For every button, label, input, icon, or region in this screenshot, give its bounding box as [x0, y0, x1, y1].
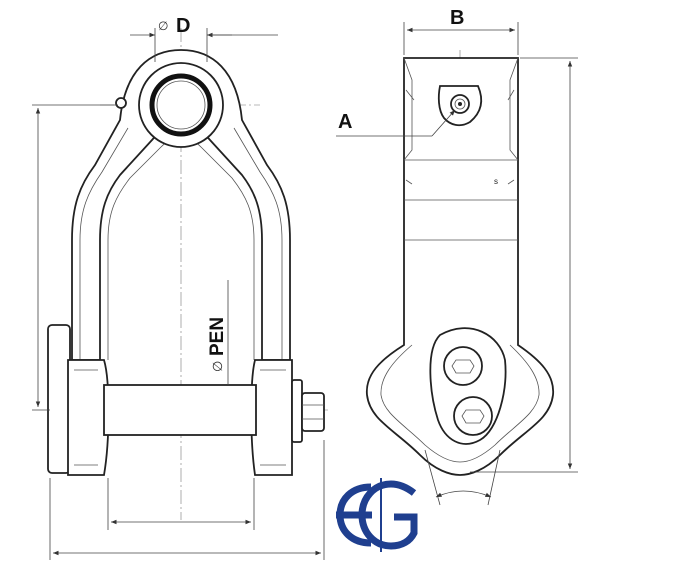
lower-pin-head: [453, 396, 493, 436]
grease-nipple-icon: [115, 97, 127, 109]
side-view: s B A: [336, 7, 578, 506]
upper-pin-hex: [451, 359, 475, 374]
right-leg-lower-detail: [260, 369, 286, 466]
pin-shaft: [103, 384, 257, 436]
lower-pin-hex: [461, 409, 485, 424]
pin-nut: [301, 392, 325, 432]
d-diameter-symbol: ∅: [158, 19, 168, 33]
side-lower-detail: [380, 344, 540, 463]
side-top-chamfer: [403, 57, 519, 161]
shackle-outer-edge-detail-right: [233, 127, 283, 360]
front-view: PEN ∅ ∅ D: [32, 15, 330, 560]
locking-bolt-inner: [454, 98, 466, 110]
locking-bolt-center: [458, 102, 462, 106]
logo-g-curve: [358, 480, 418, 550]
angle-dimension-arc: [435, 490, 492, 498]
b-label: B: [450, 7, 464, 29]
pin-washer: [291, 379, 303, 443]
side-ticks: [405, 89, 515, 185]
eg-logo: [336, 478, 418, 552]
a-leader-arrow: [431, 109, 456, 137]
left-nut-plate: [47, 324, 71, 474]
pen-diameter-symbol: ∅: [210, 361, 225, 372]
d-label: D: [176, 15, 190, 37]
right-leg-lower: [250, 359, 293, 476]
upper-pin-head: [443, 346, 483, 386]
side-small-mark: s: [494, 177, 498, 186]
left-leg-lower: [67, 359, 110, 476]
top-bore: [156, 80, 206, 130]
top-bore-ring: [149, 73, 213, 137]
a-label: A: [338, 111, 352, 133]
shackle-outer-edge-detail: [79, 127, 129, 360]
left-leg-lower-detail: [74, 369, 98, 466]
side-body: [366, 57, 554, 476]
pen-label: PEN: [207, 317, 228, 356]
